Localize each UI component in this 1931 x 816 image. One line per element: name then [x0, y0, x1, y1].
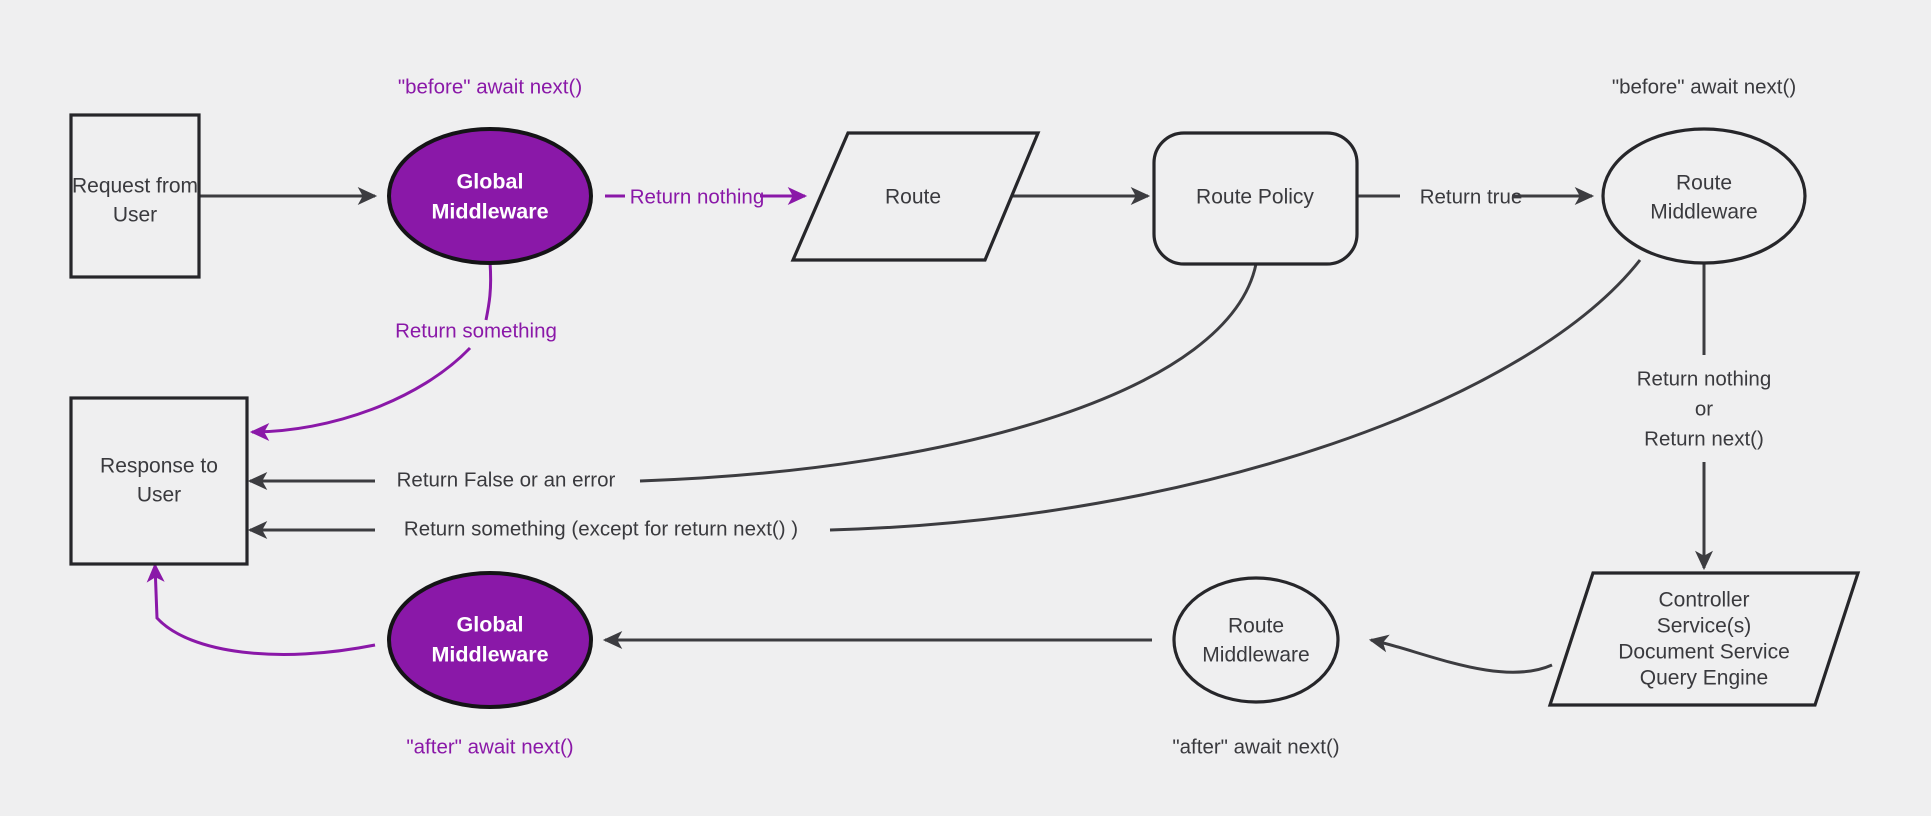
node-request-from-user-line1: Request from [72, 175, 198, 198]
node-global-middleware-top-line1: Global [457, 170, 524, 194]
node-route-middleware-bottom[interactable]: Route Middleware [1172, 576, 1340, 704]
node-route-policy-label: Route Policy [1196, 186, 1314, 209]
annotation-after-await-next-left: "after" await next() [406, 735, 573, 758]
edge-controller-to-route-middleware-bottom [1368, 634, 1553, 674]
edge-route-middleware-to-response-curve [829, 259, 1642, 532]
node-route-middleware-bottom-line2: Middleware [1202, 644, 1309, 667]
node-route-middleware-bottom-line1: Route [1228, 615, 1284, 638]
node-request-from-user[interactable]: Request from User [69, 113, 201, 279]
node-response-to-user[interactable]: Response to User [69, 396, 249, 566]
annotation-before-await-next-left: "before" await next() [398, 75, 582, 98]
node-route-policy[interactable]: Route Policy [1152, 131, 1359, 266]
node-response-to-user-line1: Response to [100, 455, 218, 478]
annotation-after-await-next-right: "after" await next() [1172, 735, 1339, 758]
node-global-middleware-bottom[interactable]: Global Middleware [387, 571, 593, 709]
edge-label-return-something-top: Return something [395, 319, 557, 342]
edge-global-middleware-to-response-b [249, 346, 472, 441]
edge-label-return-nothing-or-next-line3: Return next() [1644, 427, 1764, 450]
node-route-label: Route [885, 186, 941, 209]
annotation-before-await-next-right: "before" await next() [1612, 75, 1796, 98]
edge-label-return-nothing-or-next-line2: or [1695, 397, 1713, 420]
edge-label-return-true: Return true [1420, 185, 1523, 208]
node-global-middleware-top[interactable]: Global Middleware [387, 127, 593, 265]
node-controller-services-line1: Controller [1658, 589, 1749, 612]
node-controller-services[interactable]: Controller Service(s) Document Service Q… [1547, 571, 1861, 707]
node-request-from-user-line2: User [113, 204, 157, 227]
node-response-to-user-line2: User [137, 484, 181, 507]
node-controller-services-line4: Query Engine [1640, 667, 1768, 690]
edge-global-middleware-to-response-a [484, 261, 493, 321]
node-controller-services-line2: Service(s) [1657, 615, 1752, 638]
node-route-middleware-top[interactable]: Route Middleware [1601, 127, 1807, 265]
node-global-middleware-bottom-line1: Global [457, 613, 524, 637]
node-global-middleware-bottom-line2: Middleware [431, 643, 548, 667]
node-route-middleware-top-line2: Middleware [1650, 201, 1757, 224]
node-controller-services-line3: Document Service [1618, 641, 1790, 664]
edge-label-return-false-or-error: Return False or an error [397, 468, 616, 491]
node-route[interactable]: Route [790, 131, 1041, 262]
edge-label-return-nothing-top: Return nothing [630, 185, 764, 208]
edge-route-policy-to-response-curve [639, 263, 1258, 483]
edge-global-middleware-bottom-to-response [146, 562, 376, 656]
node-global-middleware-top-line2: Middleware [431, 200, 548, 224]
edge-label-return-nothing-or-next-line1: Return nothing [1637, 367, 1771, 390]
node-route-middleware-top-line1: Route [1676, 172, 1732, 195]
edge-label-return-something-except-next: Return something (except for return next… [404, 517, 798, 540]
